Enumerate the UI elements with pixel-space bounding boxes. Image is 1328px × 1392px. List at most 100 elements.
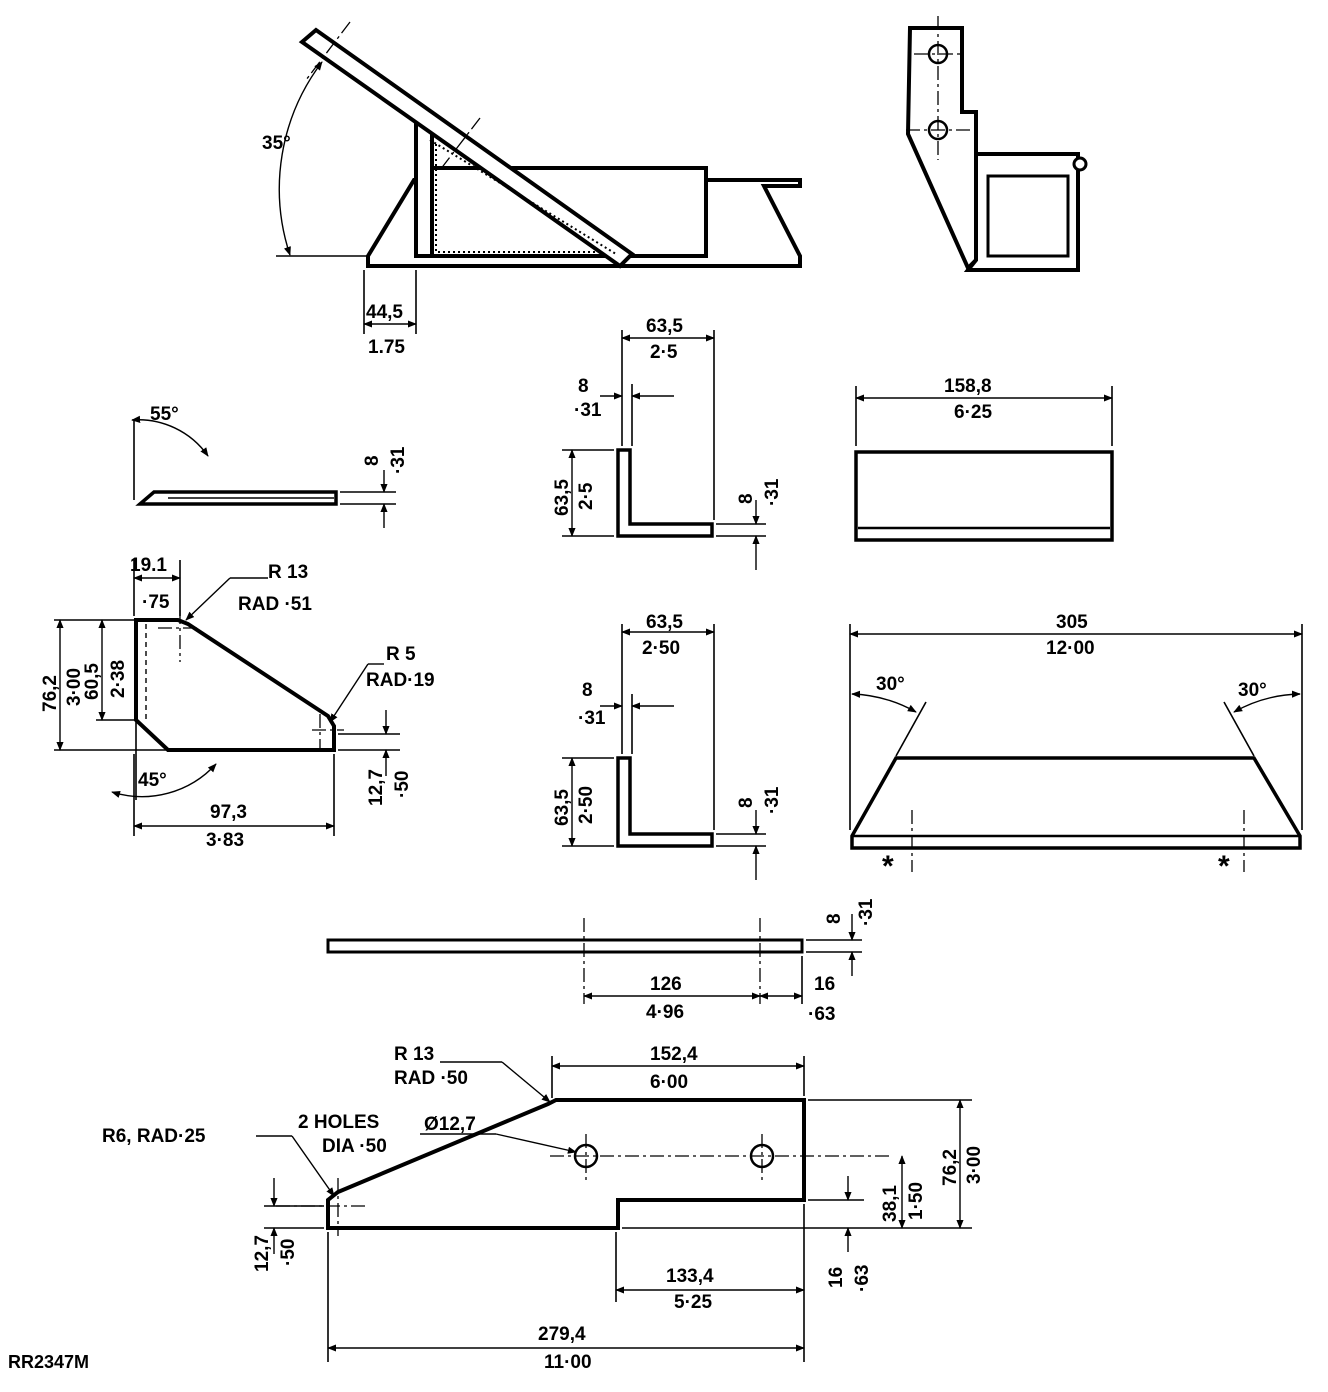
flat-bar-thick-mm: 8 — [824, 913, 845, 924]
rect-plate-body — [854, 450, 1114, 542]
gusset-height-side-mm: 60,5 — [82, 663, 103, 700]
gusset-top-in: ·75 — [142, 592, 170, 613]
gusset-len-mm: 97,3 — [210, 802, 247, 823]
gusset-height-total-in: 3·00 — [64, 668, 85, 706]
mounting-bottom-in: 5·25 — [674, 1292, 712, 1313]
flat-bar: 126 4·96 16 ·63 8 ·31 — [326, 898, 877, 1025]
trapezoid-plate: 305 12·00 30° 30° * * — [849, 612, 1303, 883]
angle-lower-thick-top-mm: 8 — [582, 680, 593, 701]
mounting-hole-height-mm: 38,1 — [880, 1185, 901, 1222]
angle-plate-thick-mm: 8 — [362, 455, 383, 466]
angle-upper-thick-mm: 8 — [736, 493, 757, 504]
flat-bar-end-mm: 16 — [814, 974, 835, 995]
gusset-body — [134, 618, 336, 752]
angle-lower-thick-mm: 8 — [736, 797, 757, 808]
gusset-height-side-in: 2·38 — [108, 660, 129, 698]
bracket-isometric — [905, 16, 1088, 272]
gusset-angle-arc — [111, 763, 217, 798]
bracket-lip — [1072, 156, 1088, 172]
angle-lower-thick-top-in: ·31 — [578, 708, 606, 729]
angle-lower-height-mm: 63,5 — [552, 789, 573, 826]
angle-plate-arc — [131, 415, 209, 457]
gusset: 19.1 ·75 R 13 RAD ·51 R 5 RAD·19 76,2 3·… — [40, 555, 435, 851]
flat-bar-pitch-mm: 126 — [650, 974, 682, 995]
angle-upper-body — [616, 448, 714, 538]
gusset-top-mm: 19.1 — [130, 555, 167, 576]
trapezoid-angle-right: 30° — [1238, 680, 1267, 701]
mounting-r6-leader-diag — [291, 1135, 335, 1197]
ramp-assembly: 35° 44,5 1.75 — [262, 21, 802, 358]
trapezoid-arc-right — [1233, 690, 1301, 713]
mounting-plate-body — [326, 1098, 806, 1230]
mounting-holes-dia-mm: Ø12,7 — [424, 1114, 476, 1135]
ramp-angle-arc — [278, 61, 323, 256]
ramp-angle-label: 35° — [262, 133, 291, 154]
rect-plate: 158,8 6·25 — [854, 376, 1114, 542]
angle-lower-width-mm: 63,5 — [646, 612, 683, 633]
angle-upper-width-mm: 63,5 — [646, 316, 683, 337]
figure-reference: RR2347M — [8, 1352, 89, 1372]
ramp-centerline-lower — [439, 117, 481, 171]
ramp-weld-hatch — [435, 144, 610, 253]
mounting-r13-mm: R 13 — [394, 1044, 434, 1065]
flat-bar-end-in: ·63 — [808, 1004, 835, 1025]
ramp-post — [414, 120, 434, 258]
angle-upper-thick-top-in: ·31 — [574, 400, 602, 421]
ramp-inclined-plate — [298, 27, 636, 269]
gusset-r13-mm: R 13 — [268, 562, 308, 583]
flat-bar-thick-in: ·31 — [856, 898, 877, 926]
gusset-r5-mm: R 5 — [386, 644, 416, 665]
angle-upper-height-in: 2·5 — [576, 482, 597, 510]
trapezoid-width-mm: 305 — [1056, 612, 1088, 633]
angle-plate: 55° 8 ·31 — [131, 404, 409, 528]
mounting-holes-dia-in: DIA ·50 — [322, 1136, 387, 1157]
gusset-r5-leader-diag — [329, 663, 369, 723]
gusset-height-total-mm: 76,2 — [40, 675, 61, 712]
angle-upper-thick-top-mm: 8 — [578, 376, 589, 397]
trapezoid-arc-left — [851, 690, 917, 713]
bracket-upright — [905, 26, 978, 272]
gusset-tip-mm: 12,7 — [366, 769, 387, 806]
angle-lower-thick-in: ·31 — [762, 786, 783, 814]
mounting-step-in: ·63 — [852, 1265, 873, 1292]
angle-lower-height-in: 2·50 — [576, 786, 597, 824]
gusset-r13-leader-diag — [185, 577, 231, 621]
angle-lower-width-in: 2·50 — [642, 638, 680, 659]
angle-lower-body — [616, 756, 714, 848]
gusset-tip-in: ·50 — [392, 771, 413, 798]
rect-plate-width-mm: 158,8 — [944, 376, 992, 397]
angle-upper-width-in: 2·5 — [650, 342, 678, 363]
mounting-holes-leader-diag — [495, 1133, 577, 1154]
ramp-inclined-hatch — [429, 139, 617, 255]
gusset-angle-label: 45° — [138, 770, 167, 791]
mounting-left-mm: 12,7 — [252, 1235, 273, 1272]
angle-upper-thick-in: ·31 — [762, 478, 783, 506]
trapezoid-width-in: 12·00 — [1046, 638, 1095, 659]
mounting-height-in: 3·00 — [964, 1146, 985, 1184]
mounting-step-mm: 16 — [826, 1267, 847, 1288]
trapezoid-angle-ref-l — [895, 701, 927, 757]
mounting-plate: R 13 RAD ·50 2 HOLES DIA ·50 Ø12,7 R6, R… — [102, 1044, 985, 1373]
mounting-r13-leader-diag — [501, 1061, 551, 1103]
ramp-dim-mm: 44,5 — [366, 302, 403, 323]
flat-bar-body — [326, 938, 804, 954]
mounting-holes-label: 2 HOLES — [298, 1112, 379, 1133]
trapezoid-body — [850, 756, 1302, 850]
trapezoid-mark-right: * — [1218, 850, 1230, 883]
angle-section-upper: 63,5 2·5 8 ·31 63,5 2·5 8 ·31 — [552, 316, 783, 570]
trapezoid-angle-left: 30° — [876, 674, 905, 695]
mounting-len-mm: 279,4 — [538, 1324, 586, 1345]
mounting-top-in: 6·00 — [650, 1072, 688, 1093]
mounting-len-in: 11·00 — [544, 1352, 592, 1373]
gusset-r13-in: RAD ·51 — [238, 594, 312, 615]
angle-upper-height-mm: 63,5 — [552, 479, 573, 516]
mounting-r13-in: RAD ·50 — [394, 1068, 468, 1089]
angle-plate-thick-in: ·31 — [388, 446, 409, 474]
ramp-dim-in: 1.75 — [368, 337, 405, 358]
mounting-hole-height-in: 1·50 — [906, 1182, 927, 1220]
bracket-cup — [963, 152, 1080, 272]
flat-bar-pitch-in: 4·96 — [646, 1002, 684, 1023]
trapezoid-mark-left: * — [882, 850, 894, 883]
angle-section-lower: 63,5 2·50 8 ·31 63,5 2·50 8 ·31 — [552, 612, 783, 880]
